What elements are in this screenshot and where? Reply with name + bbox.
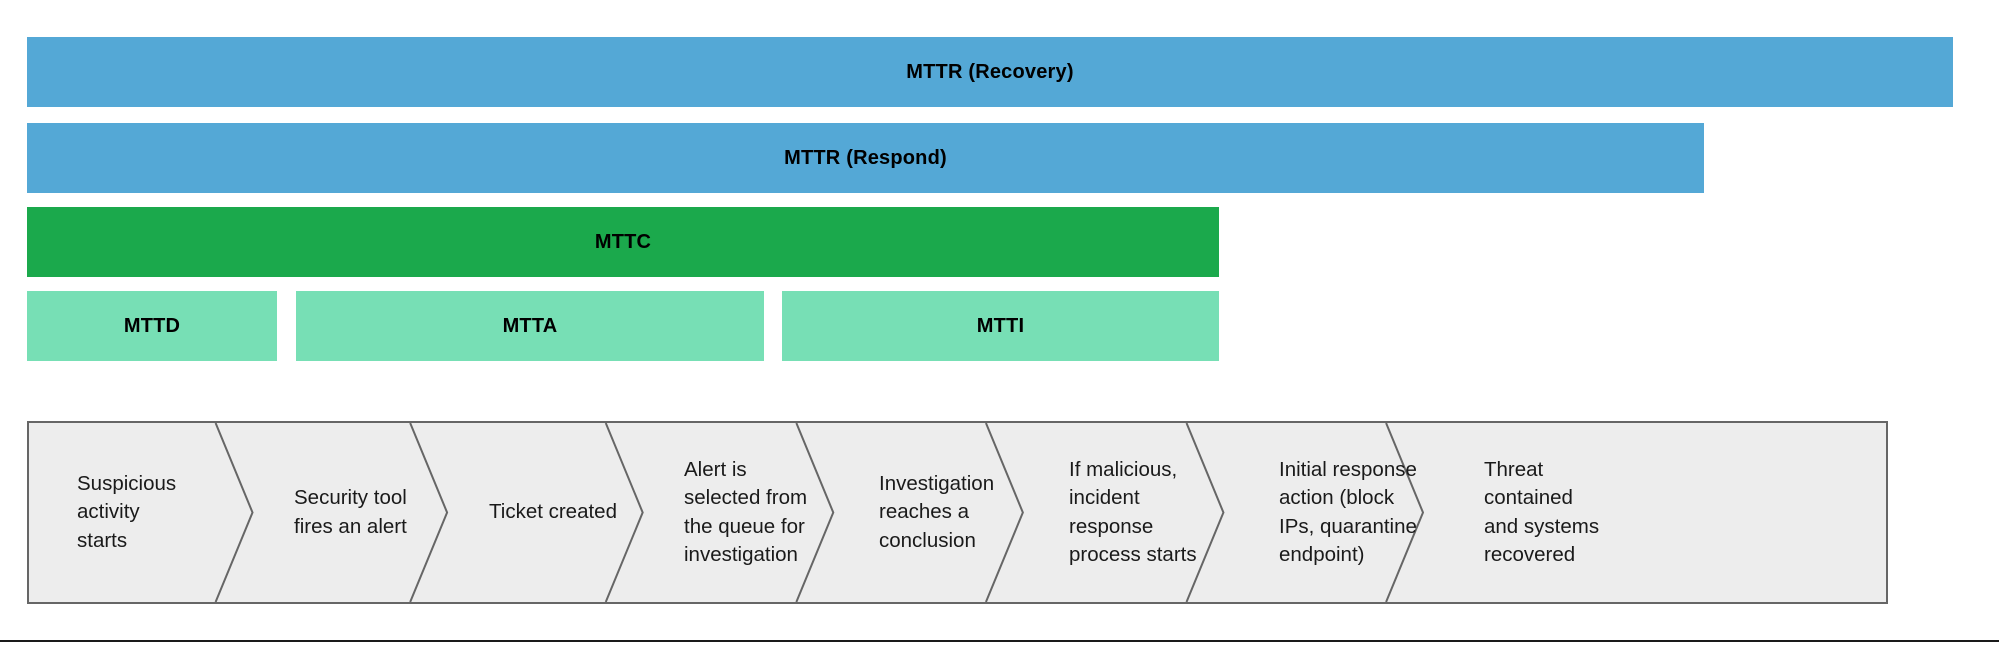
process-step-label: Threat contained and systems recovered [1484,458,1600,566]
process-step-ticket-created[interactable]: Ticket created [489,423,689,602]
metric-bar-label: MTTI [976,315,1025,337]
process-step-label: Alert is selected from the queue for inv… [684,458,808,566]
process-step-initial-action[interactable]: Initial response action (block IPs, quar… [1279,423,1494,602]
process-step-security-tool-alert[interactable]: Security tool fires an alert [294,423,499,602]
process-step-label: Suspicious activity starts [77,472,177,552]
metric-bar-mttc[interactable]: MTTC [27,207,1219,277]
process-step-incident-response[interactable]: If malicious, incident response process … [1069,423,1274,602]
process-step-label: If malicious, incident response process … [1069,458,1197,566]
metric-bar-mtta[interactable]: MTTA [296,291,764,361]
process-step-label: Initial response action (block IPs, quar… [1279,458,1417,566]
process-step-alert-selected[interactable]: Alert is selected from the queue for inv… [684,423,899,602]
metric-bar-label: MTTR (Respond) [784,147,947,169]
process-step-investigation[interactable]: Investigation reaches a conclusion [879,423,1084,602]
metric-bar-mttd[interactable]: MTTD [27,291,277,361]
process-step-suspicious-activity[interactable]: Suspicious activity starts [77,423,267,602]
process-step-label: Security tool fires an alert [294,486,407,538]
metric-bar-mttr-respond[interactable]: MTTR (Respond) [27,123,1704,193]
metric-bar-label: MTTA [502,315,558,337]
process-step-label: Ticket created [489,500,617,524]
metric-bar-label: MTTC [594,231,652,253]
process-step-label: Investigation reaches a conclusion [879,472,995,552]
metric-bar-label: MTTR (Recovery) [906,61,1074,83]
metric-bar-label: MTTD [123,315,181,337]
bottom-rule-divider [0,640,1999,642]
process-flow-container: Suspicious activity starts Security tool… [27,421,1888,604]
metric-bar-mtti[interactable]: MTTI [782,291,1219,361]
process-step-threat-contained[interactable]: Threat contained and systems recovered [1484,423,1684,602]
metric-bar-mttr-recovery[interactable]: MTTR (Recovery) [27,37,1953,107]
